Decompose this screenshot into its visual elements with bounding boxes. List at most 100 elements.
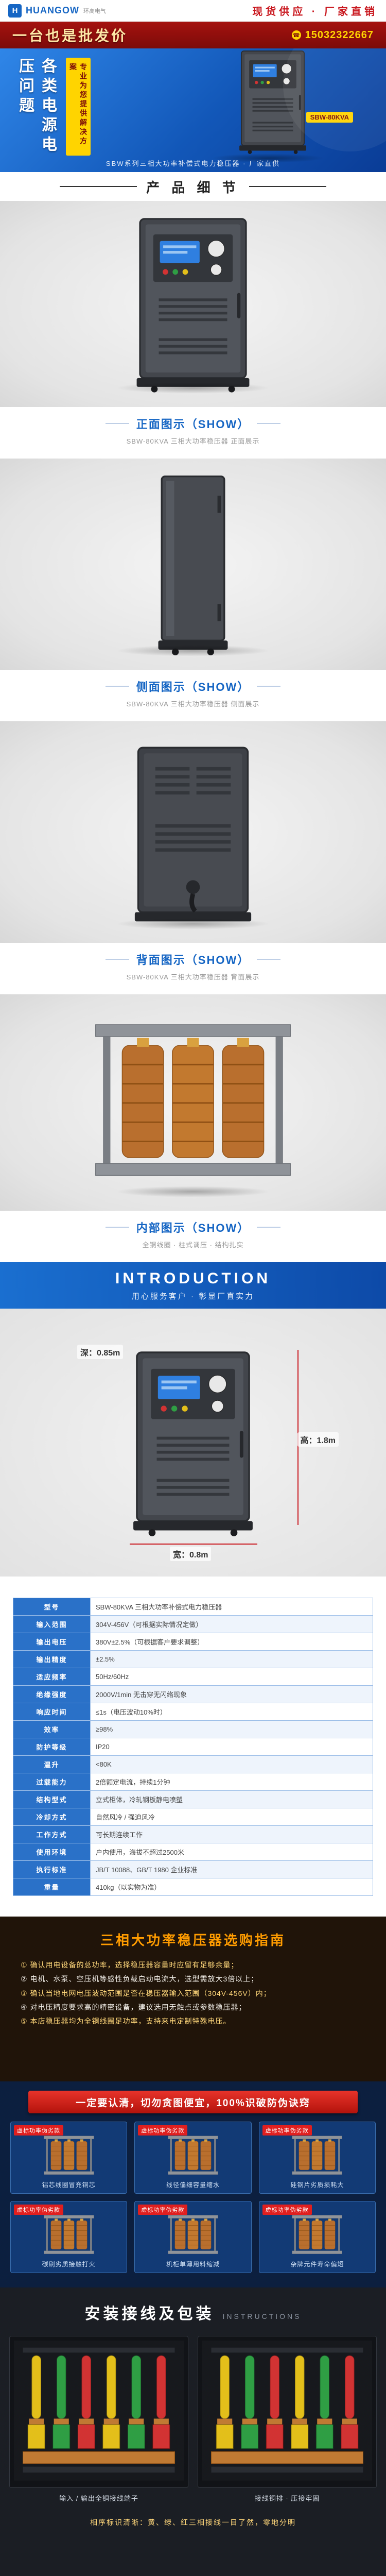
spec-label: 适应频率 [13, 1667, 91, 1686]
phone-icon: ☎ [291, 30, 301, 40]
spec-value: 410kg（以实物为准） [90, 1877, 373, 1896]
antifake-card: 虚标功率伪劣款 杂牌元件寿命偏短 [258, 2201, 376, 2273]
table-row: 温升<80K [13, 1755, 373, 1773]
dimensions-cabinet-image [129, 1349, 257, 1536]
hero-vertical-subtitle: 专业为您提供解决方案 [66, 58, 91, 156]
spec-label: 冷却方式 [13, 1807, 91, 1826]
antifake-card: 虚标功率伪劣款 铝芯线圈冒充铜芯 [10, 2122, 128, 2194]
table-row: 效率≥98% [13, 1720, 373, 1738]
phone-number[interactable]: 15032322667 [305, 29, 374, 41]
fake-ribbon: 虚标功率伪劣款 [14, 2205, 63, 2215]
install-title-cn: 安装接线及包装 [84, 2306, 215, 2323]
caption-text: 侧面图示（SHOW） [136, 681, 250, 693]
fake-caption: 线径偏细容量缩水 [166, 2181, 220, 2189]
spec-label: 效率 [13, 1720, 91, 1738]
hero-banner: 各类电源电压问题 专业为您提供解决方案 SBW-80KVA SBW系列三相大功率… [0, 48, 386, 172]
coil-image [162, 2133, 224, 2178]
caption-dash [257, 1227, 281, 1228]
fake-caption: 杂牌元件寿命偏短 [290, 2261, 344, 2268]
coil-image [162, 2212, 224, 2258]
photo-internal-caption: 内部图示（SHOW） 全铜线圈 · 柱式调压 · 结构扎实 [0, 1211, 386, 1249]
photo-block-back: 背面图示（SHOW） SBW-80KVA 三相大功率稳压器 背面展示 [0, 721, 386, 994]
guide-line: ④ 对电压精度要求高的精密设备，建议选用无触点或参数稳压器； [21, 2003, 247, 2011]
guide-lines: ① 确认用电设备的总功率，选择稳压器容量时应留有足够余量； ② 电机、水泵、空压… [21, 1958, 365, 2028]
spec-value: IP20 [90, 1737, 373, 1756]
dimension-width-label: 宽：0.8m [170, 1547, 212, 1561]
fake-ribbon: 虚标功率伪劣款 [138, 2125, 188, 2136]
photo-front-caption: 正面图示（SHOW） SBW-80KVA 三相大功率稳压器 正面展示 [0, 407, 386, 446]
guide-line: ① 确认用电设备的总功率，选择稳压器容量时应留有足够余量； [21, 1961, 239, 1969]
install-section: 安装接线及包装 INSTRUCTIONS 输入 / 输出全铜接线端子 接线铜排 … [0, 2287, 386, 2576]
spec-label: 使用环境 [13, 1842, 91, 1861]
spec-label: 过载能力 [13, 1772, 91, 1791]
photo-side-caption: 侧面图示（SHOW） SBW-80KVA 三相大功率稳压器 侧面展示 [0, 670, 386, 708]
caption-dash [257, 686, 281, 687]
wholesale-banner: 一台也是批发价 ☎ 15032322667 [0, 22, 386, 48]
spec-value: 可长期连续工作 [90, 1825, 373, 1843]
spec-value: JB/T 10088、GB/T 1980 企业标准 [90, 1860, 373, 1878]
spec-label: 防护等级 [13, 1737, 91, 1756]
photo-shadow [116, 382, 270, 394]
photo-back-caption: 背面图示（SHOW） SBW-80KVA 三相大功率稳压器 背面展示 [0, 943, 386, 981]
guide-title: 三相大功率稳压器选购指南 [100, 1933, 286, 1948]
header-slogan: 现货供应 · 厂家直销 [252, 6, 378, 18]
table-row: 冷却方式自然风冷 / 强迫风冷 [13, 1807, 373, 1826]
brand-logo-icon: H [8, 4, 22, 18]
fake-caption: 机柜单薄用料缩减 [166, 2261, 220, 2268]
table-row: 响应时间≤1s（电压波动10%时） [13, 1702, 373, 1721]
install-photo-block: 输入 / 输出全铜接线端子 [9, 2336, 188, 2503]
dimension-depth-label: 深：0.85m [77, 1345, 124, 1359]
caption-subtext: SBW-80KVA 三相大功率稳压器 正面展示 [126, 437, 260, 445]
spec-value: 380V±2.5%（可根据客户要求调整） [90, 1632, 373, 1651]
install-header: 安装接线及包装 INSTRUCTIONS [12, 2301, 374, 2324]
install-title-en: INSTRUCTIONS [222, 2312, 302, 2320]
coil-image [38, 2133, 100, 2178]
coil-image [286, 2212, 348, 2258]
spec-label: 响应时间 [13, 1702, 91, 1721]
fake-ribbon: 虚标功率伪劣款 [138, 2205, 188, 2215]
dimension-width-line [130, 1544, 257, 1545]
antifake-card: 虚标功率伪劣款 线径偏细容量缩水 [134, 2122, 252, 2194]
spec-value: 50Hz/60Hz [90, 1667, 373, 1686]
photo-shadow [116, 645, 270, 656]
spec-value: ≥98% [90, 1720, 373, 1738]
hero-product-image [237, 49, 309, 157]
brand-logo: H HUANGOW 环高电气 [8, 4, 106, 18]
fake-ribbon: 虚标功率伪劣款 [262, 2125, 312, 2136]
caption-text: 背面图示（SHOW） [136, 954, 250, 967]
caption-dash [257, 423, 281, 424]
fake-ribbon: 虚标功率伪劣款 [14, 2125, 63, 2136]
hero-product-shadow [211, 154, 324, 163]
caption-subtext: SBW-80KVA 三相大功率稳压器 侧面展示 [126, 700, 260, 708]
guide-line: ② 电机、水泵、空压机等感性负载启动电流大，选型需放大3倍以上； [21, 1975, 259, 1984]
caption-text: 正面图示（SHOW） [136, 418, 250, 431]
fake-caption: 铝芯线圈冒充铜芯 [42, 2181, 96, 2189]
install-photo-block: 接线铜排 · 压接牢固 [198, 2336, 377, 2503]
photo-internal [0, 994, 386, 1211]
coil-image [38, 2212, 100, 2258]
terminal-caption-left: 输入 / 输出全铜接线端子 [59, 2495, 138, 2502]
coil-image [286, 2133, 348, 2178]
brand-name-cn: 环高电气 [83, 8, 106, 14]
spec-value: <80K [90, 1755, 373, 1773]
table-row: 结构型式立式柜体，冷轧钢板静电喷塑 [13, 1790, 373, 1808]
spec-label: 绝缘强度 [13, 1685, 91, 1703]
spec-value: ±2.5% [90, 1650, 373, 1668]
introduction-title-en: INTRODUCTION [115, 1269, 271, 1287]
spec-label: 温升 [13, 1755, 91, 1773]
antifake-grid: 虚标功率伪劣款 铝芯线圈冒充铜芯 虚标功率伪劣款 线径偏细容量缩水 虚标功率伪劣… [10, 2122, 376, 2273]
hero-model-badge: SBW-80KVA [306, 112, 353, 123]
spec-label: 执行标准 [13, 1860, 91, 1878]
caption-text: 内部图示（SHOW） [136, 1222, 250, 1234]
fake-ribbon: 虚标功率伪劣款 [262, 2205, 312, 2215]
photo-back [0, 721, 386, 943]
spec-value: 户内使用，海拔不超过2500米 [90, 1842, 373, 1861]
